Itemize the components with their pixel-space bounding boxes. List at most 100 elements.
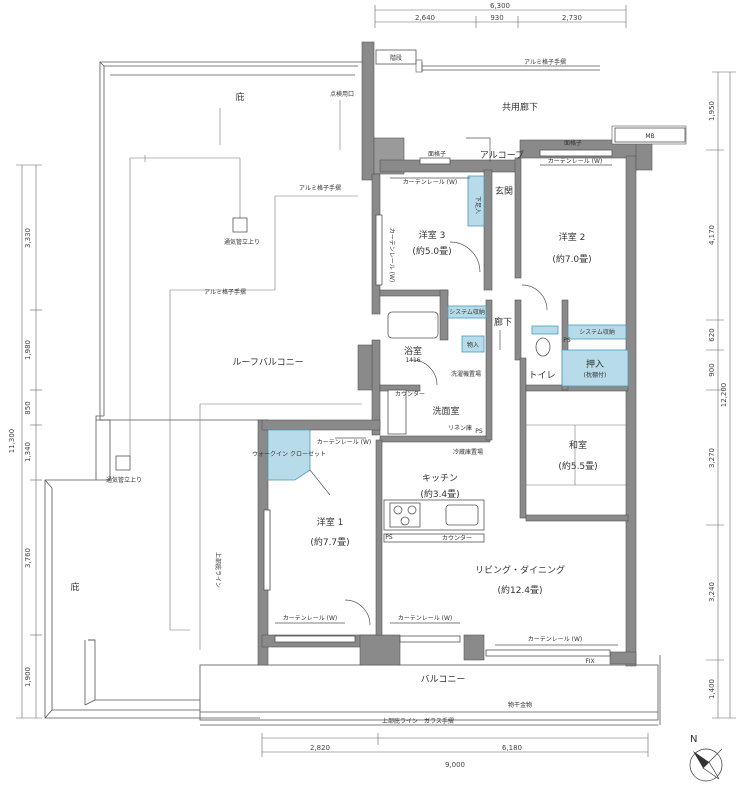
label-tsuuki1: 通気管立上り — [224, 238, 260, 246]
dim-left-6: 1,900 — [24, 667, 32, 687]
label-kitchen-size: (約3.4畳) — [420, 488, 459, 500]
walls — [257, 41, 687, 667]
label-hisashi-top: 庇 — [235, 91, 244, 103]
label-tenken: 点検用口 — [330, 90, 354, 98]
label-monoire: 物入 — [467, 341, 479, 349]
dim-left-total: 11,300 — [8, 429, 16, 454]
dim-right-7: 1,400 — [708, 679, 716, 699]
label-curtain5: カーテンレール (W) — [398, 615, 453, 622]
label-oshiire-sub: (枕棚付) — [584, 371, 607, 379]
counter-strip — [383, 533, 485, 543]
dim-bottom-1: 2,820 — [310, 744, 330, 752]
label-monohoshi: 物干金物 — [508, 701, 532, 709]
label-system2: システム収納 — [579, 328, 615, 336]
label-counter1: カウンター — [395, 390, 425, 398]
dim-top-2: 930 — [490, 14, 503, 22]
label-alu-left: アルミ格子手摺 — [204, 288, 246, 296]
dim-right-4: 900 — [708, 363, 716, 376]
label-ps1: PS — [563, 337, 571, 344]
roof-rails — [129, 100, 362, 650]
label-oshiire: 押入 — [586, 358, 604, 370]
label-menkoushi2: 面格子 — [564, 139, 582, 147]
stairs — [375, 49, 600, 72]
label-linen: リネン庫 — [448, 424, 472, 432]
storage-areas — [267, 175, 629, 481]
label-kitchen: キッチン — [422, 473, 458, 484]
label-bottom-line: 上部庇ライン ガラス手摺 — [382, 717, 454, 725]
dim-top-total: 6,300 — [490, 2, 510, 10]
label-youshitsu2-size: (約7.0畳) — [552, 253, 591, 265]
dim-left-1: 3,330 — [24, 228, 32, 248]
label-living-size: (約12.4畳) — [497, 584, 542, 596]
dimension-text: 6,300 2,640 930 2,730 9,000 2,820 6,180 … — [8, 2, 728, 769]
label-curtain7: カーテンレール (W) — [388, 228, 395, 283]
mb-box — [614, 127, 686, 143]
label-kyouyou-rouka: 共用廊下 — [502, 101, 538, 113]
label-roof-balcony: ルーフバルコニー — [232, 357, 303, 368]
label-youshitsu2: 洋室 2 — [559, 231, 586, 243]
annotations: 階段 アルミ格子手摺 アルミ格子手摺 アルミ格子手摺 通気管立上り 通気管立上り… — [106, 54, 655, 725]
label-curtain4: カーテンレール (W) — [283, 615, 338, 622]
label-washitsu: 和室 — [569, 439, 587, 451]
label-alcove: アルコーブ — [480, 149, 524, 161]
label-balcony: バルコニー — [421, 674, 466, 685]
label-youshitsu3-size: (約5.0畳) — [412, 245, 451, 257]
dim-left-4: 1,340 — [24, 442, 32, 462]
label-youshitsu1: 洋室 1 — [317, 516, 344, 528]
label-tsuuki2: 通気管立上り — [106, 476, 142, 484]
label-hisashi-left: 庇 — [70, 581, 79, 593]
vanity — [387, 389, 407, 435]
dim-right-1: 1,950 — [708, 101, 716, 121]
dim-right-5: 3,270 — [708, 448, 716, 468]
label-counter2: カウンター — [442, 534, 472, 542]
label-jouhou-kakushi: 上部庇ライン — [214, 552, 222, 588]
label-genkan: 玄関 — [495, 185, 513, 197]
toilet-bowl — [535, 337, 551, 357]
label-walkin: ウォークイン クローゼット — [252, 450, 326, 458]
sink — [445, 504, 479, 526]
label-yokushitsu-size: 1416 — [405, 357, 420, 364]
label-curtain3: カーテンレール (W) — [317, 439, 372, 446]
label-ps2: PS — [475, 428, 483, 435]
dim-left-3: 850 — [24, 401, 32, 414]
label-fix: FIX — [585, 658, 594, 665]
compass-icon — [689, 748, 723, 782]
dim-right-total: 12,200 — [720, 383, 728, 408]
label-ps3: PS — [385, 534, 393, 541]
label-curtain2: カーテンレール (W) — [548, 158, 603, 165]
dim-top-3: 2,730 — [562, 14, 582, 22]
label-rouka: 廊下 — [494, 316, 512, 328]
label-mb: MB — [645, 133, 654, 140]
room-labels: 庇 庇 共用廊下 アルコーブ 玄関 洋室 3 (約5.0畳) 洋室 2 (約7.… — [70, 91, 597, 685]
doors — [309, 137, 548, 626]
label-youshitsu1-size: (約7.7畳) — [310, 536, 349, 548]
tatami-lines — [526, 424, 628, 486]
dim-right-6: 3,240 — [708, 582, 716, 602]
label-washitsu-size: (約5.5畳) — [558, 460, 597, 472]
label-kaidan: 階段 — [390, 54, 402, 62]
label-yokushitsu: 浴室 — [404, 345, 422, 357]
label-shoebox: 下足入 — [474, 196, 481, 214]
label-youshitsu3: 洋室 3 — [419, 229, 446, 241]
label-toilet: トイレ — [528, 371, 555, 381]
label-system1: システム収納 — [449, 308, 485, 316]
dim-top-1: 2,640 — [415, 14, 435, 22]
vent-box-1 — [232, 217, 248, 233]
label-menkoushi1: 面格子 — [428, 150, 446, 158]
dim-right-3: 620 — [708, 328, 716, 341]
balcony-outline — [199, 655, 661, 726]
dim-left-2: 1,980 — [24, 340, 32, 360]
label-curtain6: カーテンレール (W) — [528, 636, 583, 643]
bathtub — [387, 311, 439, 339]
dim-bottom-total: 9,000 — [445, 761, 465, 769]
dim-right-2: 4,170 — [708, 225, 716, 245]
label-curtain1: カーテンレール (W) — [403, 179, 458, 186]
label-living: リビング・ダイニング — [475, 564, 565, 576]
roof-outline — [44, 61, 362, 719]
windows — [263, 149, 613, 657]
label-alu-mid: アルミ格子手摺 — [299, 184, 341, 192]
label-sentaku: 洗濯機置場 — [451, 370, 481, 378]
label-alu-top: アルミ格子手摺 — [524, 58, 566, 66]
dim-left-5: 3,760 — [24, 548, 32, 568]
